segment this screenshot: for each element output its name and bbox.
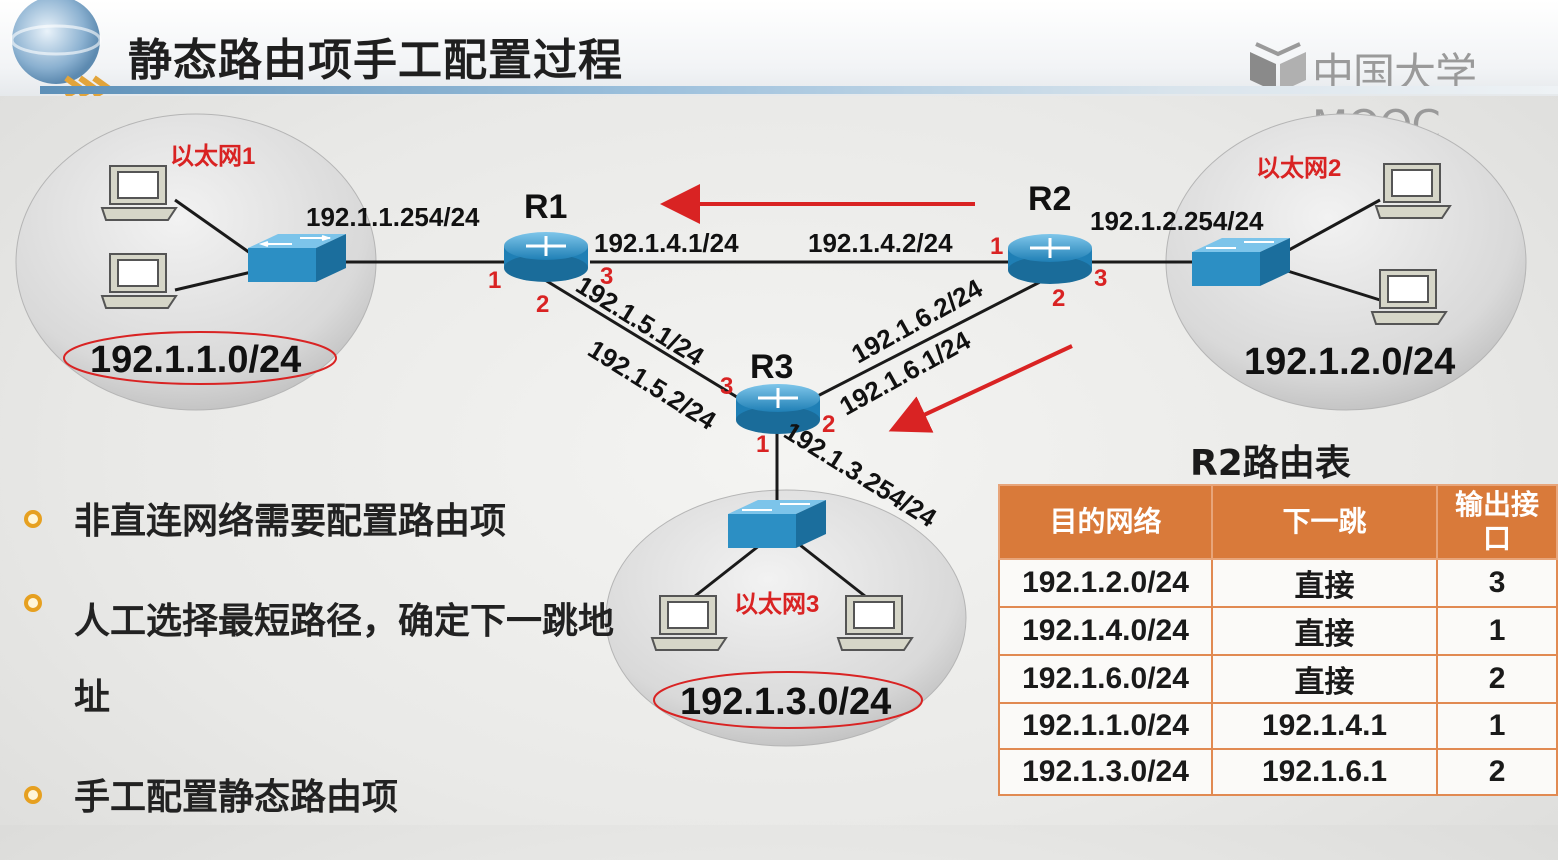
- switch-icon: [728, 500, 826, 548]
- router-r3-label: R3: [750, 348, 793, 386]
- port-r2-1: 1: [990, 233, 1003, 260]
- port-r1-1: 1: [488, 267, 501, 294]
- address-r2-eth: 192.1.2.254/24: [1090, 206, 1264, 236]
- table-cell: 192.1.3.0/24: [998, 748, 1213, 796]
- port-r3-2: 2: [822, 411, 835, 438]
- ethernet3-cloud: [605, 489, 967, 747]
- table-cell: 3: [1436, 558, 1558, 608]
- table-cell: 1: [1436, 606, 1558, 656]
- table-cell: 192.1.1.0/24: [998, 702, 1213, 750]
- address-r1-r2: 192.1.4.1/24: [594, 228, 739, 258]
- port-r1-3: 3: [600, 263, 613, 290]
- routing-table-title: R2路由表: [1190, 443, 1351, 484]
- router-r1-label: R1: [524, 188, 567, 226]
- switch-icon: [1192, 238, 1290, 286]
- router-r3-icon: [736, 384, 820, 434]
- port-r2-3: 3: [1094, 265, 1107, 292]
- router-r2-icon: [1008, 234, 1092, 284]
- bullet-icon: [24, 594, 42, 612]
- table-row: 192.1.2.0/24 直接 3: [998, 558, 1558, 608]
- table-row: 192.1.6.0/24 直接 2: [998, 654, 1558, 704]
- switch-icon: [248, 234, 346, 282]
- bullet-icon: [24, 510, 42, 528]
- column-header: 目的网络: [998, 484, 1213, 560]
- pc-icon: [100, 163, 1452, 651]
- table-cell: 1: [1436, 702, 1558, 750]
- routing-table: 目的网络 下一跳 输出接口 192.1.2.0/24 直接 3 192.1.4.…: [998, 484, 1558, 796]
- table-cell: 192.1.4.0/24: [998, 606, 1213, 656]
- port-r3-3: 3: [720, 373, 733, 400]
- page-title: 静态路由项手工配置过程: [128, 35, 623, 86]
- mooc-book-icon: [1250, 42, 1306, 92]
- bullet-icon: [24, 786, 42, 804]
- table-cell: 直接: [1210, 654, 1439, 704]
- table-row: 192.1.1.0/24 192.1.4.1 1: [998, 702, 1558, 750]
- header-banner: 静态路由项手工配置过程 中国大学MOOC: [0, 0, 1558, 150]
- header-divider: [40, 86, 1558, 94]
- column-header: 输出接口: [1436, 484, 1558, 560]
- table-cell: 直接: [1210, 558, 1439, 608]
- router-r1-icon: [504, 232, 588, 282]
- table-row: 192.1.3.0/24 192.1.6.1 2: [998, 748, 1558, 796]
- highlight-ellipse: [63, 331, 337, 385]
- bullet-item: 非直连网络需要配置路由项: [22, 500, 642, 544]
- table-row: 192.1.4.0/24 直接 1: [998, 606, 1558, 656]
- network-diagram: R1 R2 R3 以太网1 以太网2 以太网3 192.1.1.0/24 192…: [15, 113, 1527, 747]
- ethernet2-network: 192.1.2.0/24: [1244, 341, 1455, 383]
- address-r1-eth: 192.1.1.254/24: [306, 202, 480, 232]
- table-cell: 2: [1436, 654, 1558, 704]
- address-r2-r1: 192.1.4.2/24: [808, 228, 953, 258]
- port-r2-2: 2: [1052, 285, 1065, 312]
- highlight-ellipse: [653, 671, 923, 729]
- table-cell: 192.1.2.0/24: [998, 558, 1213, 608]
- bullet-item: 手工配置静态路由项: [22, 776, 642, 820]
- table-cell: 2: [1436, 748, 1558, 796]
- table-cell: 直接: [1210, 606, 1439, 656]
- ethernet1-network: 192.1.1.0/24: [90, 339, 301, 381]
- port-r1-2: 2: [536, 291, 549, 318]
- ethernet1-label: 以太网1: [170, 143, 255, 170]
- column-header: 下一跳: [1210, 484, 1439, 560]
- ethernet2-label: 以太网2: [1256, 155, 1341, 182]
- bullet-item: 人工选择最短路径，确定下一跳地址: [22, 584, 634, 736]
- port-r3-1: 1: [756, 431, 769, 458]
- table-cell: 192.1.4.1: [1210, 702, 1439, 750]
- router-r2-label: R2: [1028, 180, 1071, 218]
- ethernet3-label: 以太网3: [734, 591, 819, 618]
- bullet-list: 非直连网络需要配置路由项 人工选择最短路径，确定下一跳地址 手工配置静态路由项: [22, 500, 642, 860]
- ethernet3-network: 192.1.3.0/24: [680, 681, 891, 723]
- links: [174, 198, 1381, 602]
- route-arrow-r2-r3: [888, 344, 1073, 433]
- table-cell: 192.1.6.1: [1210, 748, 1439, 796]
- table-cell: 192.1.6.0/24: [998, 654, 1213, 704]
